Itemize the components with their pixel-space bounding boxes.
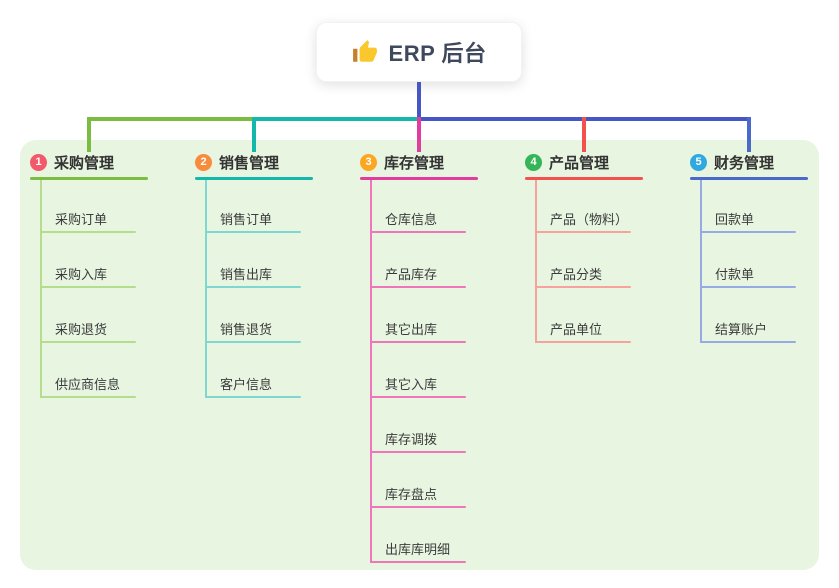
branch-underline (195, 177, 313, 180)
connector-horizontal-1 (87, 117, 252, 121)
item-underline (40, 396, 136, 398)
branch-label: 库存管理 (384, 154, 445, 172)
connector-trunk (417, 82, 421, 121)
branch-item[interactable]: 采购订单 (55, 212, 108, 227)
item-underline (535, 231, 631, 233)
branch-item[interactable]: 库存调拨 (385, 432, 438, 447)
branch-label: 产品管理 (549, 154, 610, 172)
branch-node-3: 3 库存管理仓库信息产品库存其它出库其它入库库存调拨库存盘点出库库明细 (360, 150, 490, 563)
branch-node-4: 4 产品管理产品（物料） 产品分类产品单位 (525, 150, 655, 343)
branch-item[interactable]: 产品分类 (550, 267, 603, 282)
branch-item[interactable]: 客户信息 (220, 377, 273, 392)
connector-drop-branch-5 (747, 117, 751, 152)
item-underline (535, 341, 631, 343)
branch-underline (360, 177, 478, 180)
item-underline (700, 286, 796, 288)
item-underline (370, 396, 466, 398)
branch-item[interactable]: 出库库明细 (385, 542, 451, 557)
branch-underline (690, 177, 808, 180)
branch-header[interactable]: 2 销售管理 (195, 150, 325, 174)
branch-number-badge: 1 (30, 153, 47, 171)
branch-underline (525, 177, 643, 180)
branch-number-badge: 3 (360, 153, 377, 171)
branch-spine-line (700, 180, 702, 343)
branch-item[interactable]: 库存盘点 (385, 487, 438, 502)
branch-number-badge: 5 (690, 153, 707, 171)
branch-item[interactable]: 销售出库 (220, 267, 273, 282)
item-underline (40, 286, 136, 288)
branch-spine-line (535, 180, 537, 343)
branch-item[interactable]: 产品库存 (385, 267, 438, 282)
branch-item[interactable]: 产品（物料） (550, 212, 629, 227)
branch-item[interactable]: 产品单位 (550, 322, 603, 337)
connector-drop-branch-3 (417, 117, 421, 152)
branches-panel (20, 140, 819, 570)
item-underline (370, 341, 466, 343)
branch-node-2: 2 销售管理销售订单销售出库销售退货客户信息 (195, 150, 325, 398)
branch-item[interactable]: 结算账户 (715, 322, 768, 337)
branch-spine-line (370, 180, 372, 563)
item-underline (370, 561, 466, 563)
item-underline (535, 286, 631, 288)
item-underline (40, 341, 136, 343)
connector-drop-branch-2 (252, 117, 256, 152)
branch-item[interactable]: 销售退货 (220, 322, 273, 337)
item-underline (205, 231, 301, 233)
branch-label: 采购管理 (54, 154, 115, 172)
branch-header[interactable]: 3 库存管理 (360, 150, 490, 174)
branch-item[interactable]: 采购退货 (55, 322, 108, 337)
item-underline (205, 286, 301, 288)
branch-item[interactable]: 销售订单 (220, 212, 273, 227)
branch-item[interactable]: 其它出库 (385, 322, 438, 337)
thumbs-up-icon (352, 40, 377, 62)
connector-horizontal-2 (252, 117, 417, 121)
branch-item[interactable]: 供应商信息 (55, 377, 121, 392)
branch-label: 销售管理 (219, 154, 280, 172)
branch-node-1: 1 采购管理采购订单采购入库采购退货供应商信息 (30, 150, 160, 398)
item-underline (205, 341, 301, 343)
branch-item[interactable]: 其它入库 (385, 377, 438, 392)
branch-item[interactable]: 付款单 (715, 267, 755, 282)
item-underline (370, 506, 466, 508)
branch-spine-line (40, 180, 42, 398)
branch-node-5: 5 财务管理回款单付款单结算账户 (690, 150, 820, 343)
branch-label: 财务管理 (714, 154, 775, 172)
branch-item[interactable]: 采购入库 (55, 267, 108, 282)
branch-underline (30, 177, 148, 180)
branch-spine-line (205, 180, 207, 398)
connector-drop-branch-1 (87, 117, 91, 152)
branch-item[interactable]: 回款单 (715, 212, 755, 227)
branch-header[interactable]: 5 财务管理 (690, 150, 820, 174)
branch-header[interactable]: 4 产品管理 (525, 150, 655, 174)
root-label: ERP 后台 (388, 41, 487, 66)
root-node[interactable]: ERP 后台 (316, 22, 522, 82)
branch-header[interactable]: 1 采购管理 (30, 150, 160, 174)
branch-number-badge: 4 (525, 153, 542, 171)
branch-number-badge: 2 (195, 153, 212, 171)
item-underline (40, 231, 136, 233)
connector-drop-branch-4 (582, 117, 586, 152)
item-underline (700, 231, 796, 233)
item-underline (370, 286, 466, 288)
item-underline (700, 341, 796, 343)
item-underline (205, 396, 301, 398)
branch-item[interactable]: 仓库信息 (385, 212, 438, 227)
item-underline (370, 231, 466, 233)
item-underline (370, 451, 466, 453)
